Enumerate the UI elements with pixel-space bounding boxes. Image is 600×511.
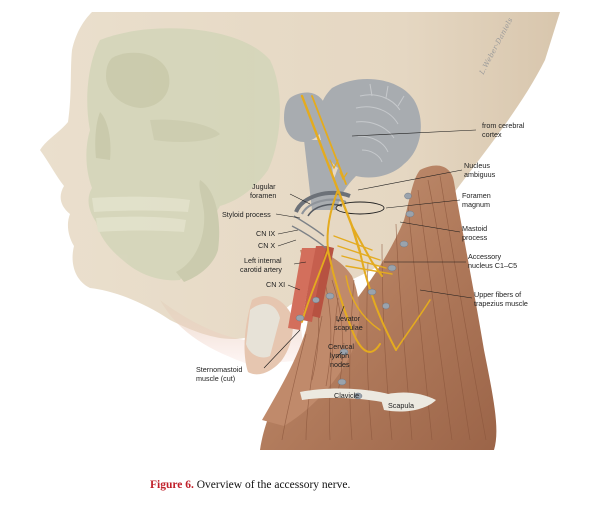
label-foramen-magnum-1: Foramen	[462, 191, 491, 200]
label-accessory-nucleus-2: nucleus C1–C5	[468, 261, 517, 270]
leader-lines	[263, 129, 477, 369]
accessory-nerve	[300, 94, 431, 353]
label-levator-scapulae-1: Levator	[336, 314, 361, 323]
label-nucleus-ambiguus-2: ambiguus	[464, 170, 496, 179]
label-upper-fibers-trapezius-1: Upper fibers of	[474, 290, 521, 299]
label-from-cerebral-cortex-1: from cerebral	[482, 121, 525, 130]
label-left-internal-carotid-2: carotid artery	[240, 265, 282, 274]
label-left-internal-carotid-1: Left internal	[244, 256, 282, 265]
label-mastoid-process-2: process	[462, 233, 488, 242]
label-from-cerebral-cortex-2: cortex	[482, 130, 502, 139]
label-cervical-lymph-nodes-1: Cervical	[328, 342, 354, 351]
label-clavicle: Clavicle	[334, 391, 359, 400]
scapula	[380, 392, 436, 412]
label-nucleus-ambiguus-1: Nucleus	[464, 161, 490, 170]
label-accessory-nucleus-1: Accessory	[468, 252, 502, 261]
label-sternomastoid-1: Sternomastoid	[196, 365, 242, 374]
label-scapula: Scapula	[388, 401, 414, 410]
label-cn-xi: CN XI	[266, 280, 285, 289]
label-foramen-magnum-2: magnum	[462, 200, 490, 209]
label-mastoid-process-1: Mastoid	[462, 224, 487, 233]
figure-caption-text: Overview of the accessory nerve.	[196, 479, 351, 491]
label-levator-scapulae-2: scapulae	[334, 323, 363, 332]
label-styloid-process: Styloid process	[222, 210, 271, 219]
label-cervical-lymph-nodes-3: nodes	[330, 360, 350, 369]
cervical-lymph-nodes	[295, 192, 415, 400]
label-jugular-foramen-1: Jugular	[252, 182, 276, 191]
label-jugular-foramen-2: foramen	[250, 191, 276, 200]
clavicle	[300, 388, 396, 404]
figure-label: Figure 6.	[150, 479, 194, 491]
neck-muscles	[244, 165, 497, 450]
skull	[86, 28, 280, 282]
label-sternomastoid-2: muscle (cut)	[196, 374, 235, 383]
foramen-magnum	[335, 201, 385, 215]
label-upper-fibers-trapezius-2: trapezius muscle	[474, 299, 528, 308]
labels: from cerebral cortex Nucleus ambiguus Ju…	[196, 121, 528, 410]
label-cn-ix: CN IX	[256, 229, 275, 238]
label-cn-x: CN X	[258, 241, 275, 250]
label-cervical-lymph-nodes-2: lymph	[330, 351, 349, 360]
figure-caption: Figure 6. Overview of the accessory nerv…	[150, 479, 590, 491]
